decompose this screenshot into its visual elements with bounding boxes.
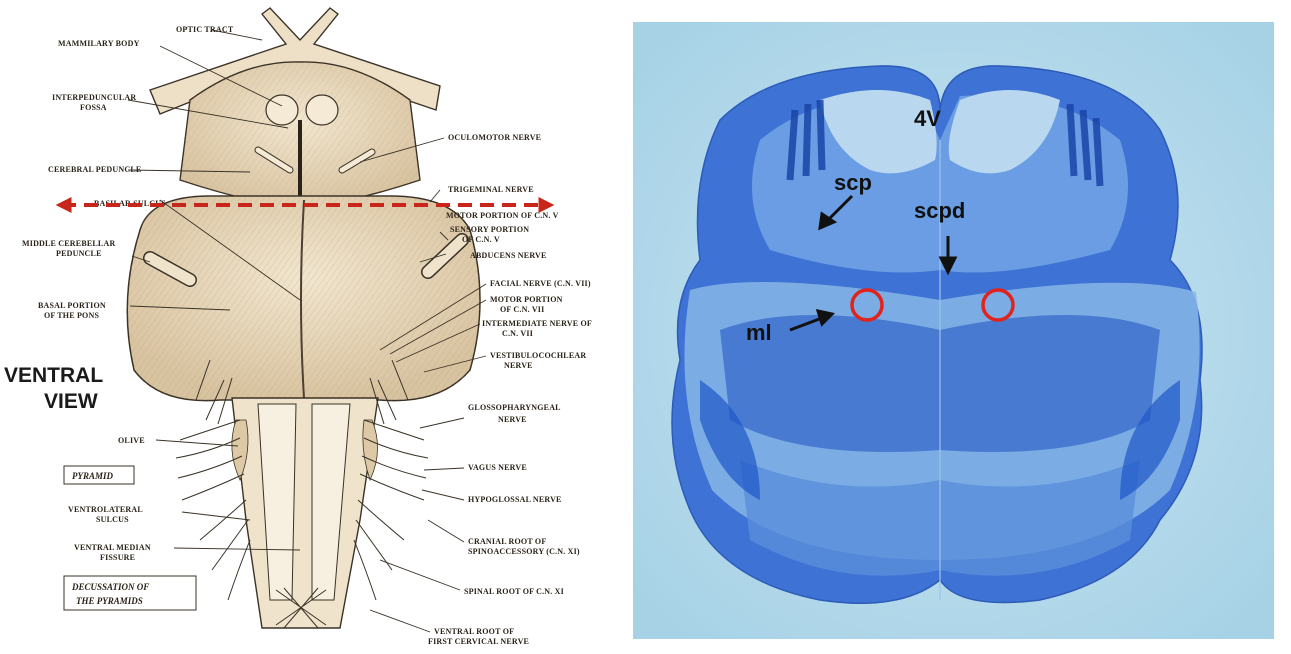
label-ml: ml <box>746 320 772 345</box>
label-trigeminal-nerve: TRIGEMINAL NERVE <box>448 185 534 194</box>
label-vestibulocochlear-nerve: NERVE <box>504 361 533 370</box>
ventral-title: VENTRAL <box>4 364 103 387</box>
label-vestibulocochlear: VESTIBULOCOCHLEAR <box>490 351 586 360</box>
label-4v: 4V <box>914 106 941 131</box>
label-ventrolateral: VENTROLATERAL <box>68 505 143 514</box>
decussation-box <box>63 575 197 611</box>
label-facial-nerve: FACIAL NERVE (C.N. VII) <box>490 279 591 288</box>
label-optic-tract: OPTIC TRACT <box>176 25 234 34</box>
label-spinoaccessory: SPINOACCESSORY (C.N. XI) <box>468 547 580 556</box>
histology-section: 4V scp scpd ml <box>633 22 1274 639</box>
label-mammillary-body: MAMMILARY BODY <box>58 39 140 48</box>
label-ventral-root: VENTRAL ROOT OF <box>434 627 514 636</box>
ventral-view-drawing: OPTIC TRACT MAMMILARY BODY INTERPEDUNCUL… <box>4 7 592 646</box>
label-pyramid: PYRAMID <box>72 471 114 481</box>
label-glossopharyngeal-nerve: NERVE <box>498 415 527 424</box>
label-first-cervical-nerve: FIRST CERVICAL NERVE <box>428 637 529 646</box>
label-motor-portion-cnv: MOTOR PORTION OF C.N. V <box>446 211 559 220</box>
label-decussation-pyramids: THE PYRAMIDS <box>76 596 143 606</box>
label-motor-portion-vii: MOTOR PORTION <box>490 295 563 304</box>
label-basal-portion-pons: OF THE PONS <box>44 311 99 320</box>
label-cranial-root: CRANIAL ROOT OF <box>468 537 546 546</box>
label-motor-portion-vii-b: OF C.N. VII <box>500 305 544 314</box>
label-spinal-root: SPINAL ROOT OF C.N. XI <box>464 587 564 596</box>
label-abducens-nerve: ABDUCENS NERVE <box>470 251 547 260</box>
label-hypoglossal-nerve: HYPOGLOSSAL NERVE <box>468 495 562 504</box>
label-scp: scp <box>834 170 872 195</box>
label-sensory-portion: SENSORY PORTION <box>450 225 529 234</box>
label-intermediate-nerve: INTERMEDIATE NERVE OF <box>482 319 592 328</box>
label-interpeduncular: INTERPEDUNCULAR <box>52 93 136 102</box>
label-olive: OLIVE <box>118 436 145 445</box>
label-middle-cerebellar-peduncle: PEDUNCLE <box>56 249 102 258</box>
label-cerebral-peduncle: CEREBRAL PEDUNCLE <box>48 165 141 174</box>
label-sensory-portion-cnv: OF C.N. V <box>462 235 500 244</box>
marker-circle-right <box>981 288 1015 322</box>
label-interpeduncular-fossa: FOSSA <box>80 103 107 112</box>
label-ventrolateral-sulcus: SULCUS <box>96 515 129 524</box>
label-middle-cerebellar: MIDDLE CEREBELLAR <box>22 239 115 248</box>
marker-circle-left <box>850 288 884 322</box>
pyramid-box <box>63 465 135 485</box>
label-intermediate-nerve-b: C.N. VII <box>502 329 533 338</box>
label-scpd: scpd <box>914 198 965 223</box>
mammillary-body-left <box>265 94 299 126</box>
label-oculomotor-nerve: OCULOMOTOR NERVE <box>448 133 541 142</box>
mammillary-body-right <box>305 94 339 126</box>
label-glossopharyngeal: GLOSSOPHARYNGEAL <box>468 403 561 412</box>
label-ventral-median: VENTRAL MEDIAN <box>74 543 151 552</box>
label-vagus-nerve: VAGUS NERVE <box>468 463 527 472</box>
label-decussation: DECUSSATION OF <box>71 582 149 592</box>
label-ventral-median-fissure: FISSURE <box>100 553 135 562</box>
view-title: VIEW <box>44 390 98 413</box>
label-basal-portion: BASAL PORTION <box>38 301 106 310</box>
